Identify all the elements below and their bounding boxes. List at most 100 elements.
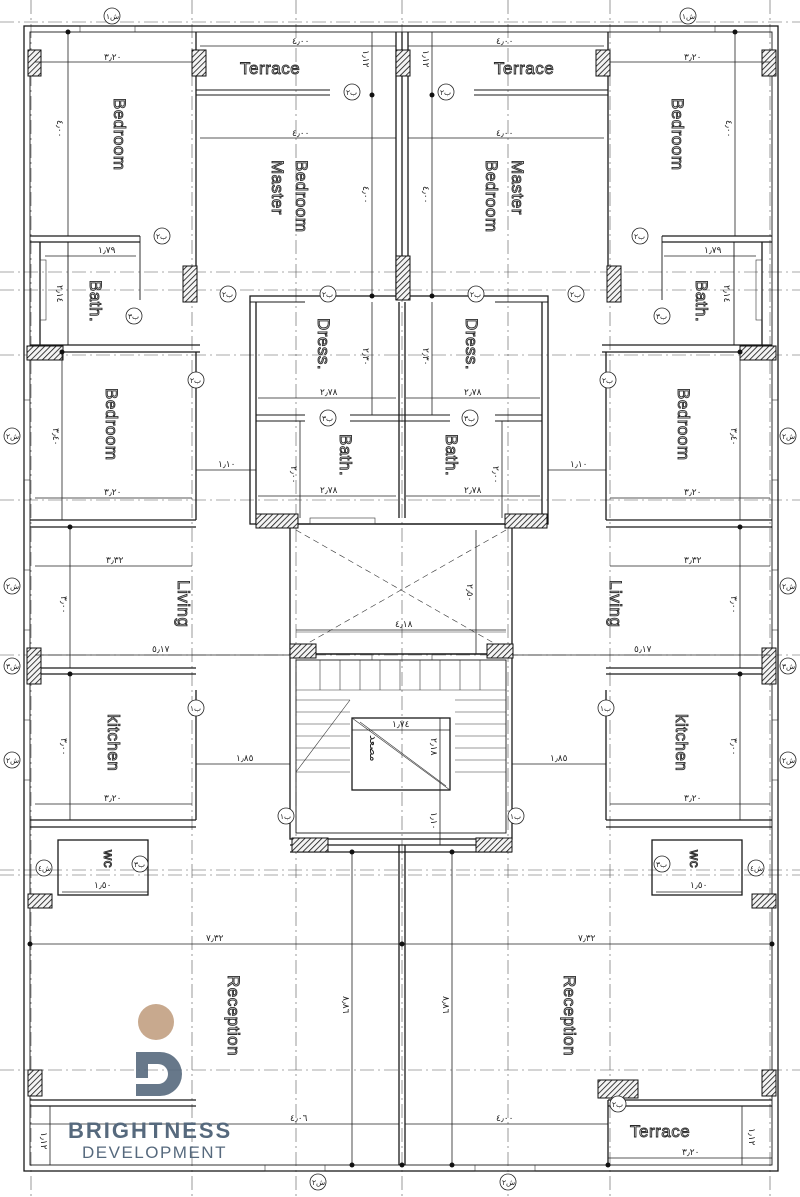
dim-reception-width-right: ٧٫٣٢ bbox=[578, 934, 596, 944]
dim-master-width-left: ٤٫٠٠ bbox=[292, 129, 309, 139]
svg-text:ش٢: ش٢ bbox=[312, 1178, 325, 1187]
dim-dress-height-left: ٢٫٣٠ bbox=[360, 348, 370, 365]
svg-text:ب٣: ب٣ bbox=[134, 860, 145, 869]
tag-door-wc-left: ب٣ bbox=[131, 855, 149, 873]
tag-door-bedroom-ml: ب٢ bbox=[187, 371, 205, 389]
dim-corridor-left: ١٫١٠ bbox=[218, 460, 235, 470]
svg-text:ش١: ش١ bbox=[106, 12, 119, 21]
tag-door-terrace-br: ب٢ bbox=[609, 1095, 627, 1113]
dim-kitchen-width-right: ٣٫٢٠ bbox=[684, 794, 701, 804]
svg-text:ب٢: ب٢ bbox=[440, 88, 451, 97]
tag-door-master-left: ب٢ bbox=[343, 83, 361, 101]
svg-text:ب٢: ب٢ bbox=[322, 290, 333, 299]
windows bbox=[23, 25, 779, 1172]
svg-text:ش٤: ش٤ bbox=[38, 864, 51, 873]
room-terrace-top-left: Terrace bbox=[240, 59, 300, 78]
dimension-dots bbox=[27, 29, 775, 1168]
tag-window-mid-left: ش٣ bbox=[3, 657, 21, 675]
dim-stair-gap: ١٫١٠ bbox=[428, 812, 438, 829]
tag-door-kitchen-left: ب١ bbox=[187, 699, 205, 717]
dim-terrace-width-right: ٤٫٠٠ bbox=[496, 37, 513, 47]
tag-door-stair-left: ب١ bbox=[277, 807, 295, 825]
tag-window-bedroom-ml: ش٢ bbox=[3, 427, 21, 445]
dim-kitchen-corridor-right: ١٫٨٥ bbox=[550, 754, 568, 764]
logo-subtitle: DEVELOPMENT bbox=[82, 1143, 227, 1162]
tag-window-living-left: ش٢ bbox=[3, 577, 21, 595]
room-bedroom-mid-right: Bedroom bbox=[674, 388, 693, 460]
dim-bedroom-ml-width: ٣٫٢٠ bbox=[104, 488, 121, 498]
svg-text:ب٢: ب٢ bbox=[346, 88, 357, 97]
dim-bedroom-mr-height: ٣٫٤٠ bbox=[728, 428, 738, 445]
tag-window-mid-right: ش٣ bbox=[779, 657, 797, 675]
dim-wc-width-left: ١٫٥٠ bbox=[94, 881, 111, 891]
room-bedroom-top-right: Bedroom bbox=[668, 98, 687, 170]
svg-text:ب٣: ب٣ bbox=[128, 312, 139, 321]
svg-text:ش٢: ش٢ bbox=[782, 432, 795, 441]
room-terrace-top-right: Terrace bbox=[494, 59, 554, 78]
dim-elevator-height: ٢٫١٨ bbox=[428, 738, 438, 756]
dim-bath-tl-height: ٢٫١٤ bbox=[54, 285, 64, 303]
dim-living-height-left: ٣٫٠٠ bbox=[58, 596, 68, 613]
dim-elevator-width: ١٫٧٤ bbox=[392, 720, 410, 730]
dim-bottom-left-height: ١٫١٢ bbox=[38, 1132, 48, 1150]
dim-living-width-left: ٣٫٣٢ bbox=[106, 556, 124, 566]
walls bbox=[23, 25, 779, 1172]
dim-bath-tl-width: ١٫٧٩ bbox=[98, 246, 116, 256]
tag-door-bedroom-tr: ب٢ bbox=[631, 227, 649, 245]
tag-window-bottom-left: ش٢ bbox=[309, 1173, 327, 1191]
svg-text:ب١: ب١ bbox=[190, 704, 201, 713]
tag-door-bedroom-tl: ب٢ bbox=[153, 227, 171, 245]
room-labels: Terrace Terrace Terrace Bedroom Bedroom … bbox=[86, 59, 712, 1142]
dim-terrace-height-left: ١٫١٢ bbox=[360, 50, 370, 68]
dim-reception-height-right: ٨٫٨٦ bbox=[440, 996, 450, 1014]
dim-lobby-height: ٢٫٥٠ bbox=[464, 584, 474, 601]
elevator-label: مصعد bbox=[367, 735, 380, 762]
room-master-left-line2: Bedroom bbox=[292, 160, 311, 232]
room-bath-center-left: Bath. bbox=[336, 434, 355, 476]
dim-living-height-right: ٣٫٠٠ bbox=[728, 596, 738, 613]
dim-bottom-left-width: ٤٫٠٦ bbox=[290, 1114, 308, 1124]
columns bbox=[26, 49, 777, 1099]
dimension-lines bbox=[30, 32, 772, 1165]
dim-bath-center-height-left: ٢٫٠٠ bbox=[288, 466, 298, 483]
room-master-right-line1: Master bbox=[508, 160, 527, 215]
svg-text:ش٢: ش٢ bbox=[6, 756, 19, 765]
tag-window-wc-left: ش٤ bbox=[35, 859, 53, 877]
svg-text:ب٢: ب٢ bbox=[190, 376, 201, 385]
room-living-left: Living bbox=[174, 580, 193, 627]
dim-kitchen-height-left: ٣٫٠٠ bbox=[58, 738, 68, 755]
room-bath-top-left: Bath. bbox=[86, 280, 105, 322]
tag-door-bath-tr: ب٣ bbox=[653, 307, 671, 325]
logo-mark bbox=[136, 1052, 182, 1096]
dim-bedroom-tl-height: ٤٫٠٠ bbox=[54, 120, 64, 137]
svg-text:ش٣: ش٣ bbox=[782, 662, 795, 671]
dim-terrace-br-width2: ٣٫٢٠ bbox=[682, 1148, 699, 1158]
dim-living-width-right: ٣٫٣٢ bbox=[684, 556, 702, 566]
svg-text:ش٤: ش٤ bbox=[750, 864, 763, 873]
svg-text:ب٣: ب٣ bbox=[322, 414, 333, 423]
room-dress-left: Dress. bbox=[314, 318, 333, 370]
dim-reception-width-left: ٧٫٣٢ bbox=[206, 934, 224, 944]
tag-door-dress-left: ب٢ bbox=[319, 285, 337, 303]
svg-text:ب٢: ب٢ bbox=[602, 376, 613, 385]
logo-dot bbox=[138, 1004, 174, 1040]
dim-corridor-right: ١٫١٠ bbox=[570, 460, 587, 470]
tag-door-kitchen-right: ب١ bbox=[597, 699, 615, 717]
staircase bbox=[295, 660, 506, 773]
tag-door-wc-right: ب٣ bbox=[653, 855, 671, 873]
tag-door-dress-right: ب٢ bbox=[467, 285, 485, 303]
room-living-right: Living bbox=[606, 580, 625, 627]
svg-text:ش٢: ش٢ bbox=[782, 756, 795, 765]
dim-lobby-width: ٤٫١٨ bbox=[395, 620, 413, 630]
svg-text:ب١: ب١ bbox=[280, 812, 291, 821]
dim-wc-width-right: ١٫٥٠ bbox=[690, 881, 707, 891]
dim-kitchen-width-left: ٣٫٢٠ bbox=[104, 794, 121, 804]
tag-window-kitchen-left: ش٢ bbox=[3, 751, 21, 769]
svg-text:ش٢: ش٢ bbox=[782, 582, 795, 591]
dim-bedroom-tr-width: ٣٫٢٠ bbox=[684, 53, 701, 63]
tag-window-top-left: ش١ bbox=[103, 7, 121, 25]
room-reception-left: Reception bbox=[224, 975, 243, 1056]
svg-text:ش١: ش١ bbox=[682, 12, 695, 21]
room-wc-left: wc bbox=[101, 849, 117, 868]
